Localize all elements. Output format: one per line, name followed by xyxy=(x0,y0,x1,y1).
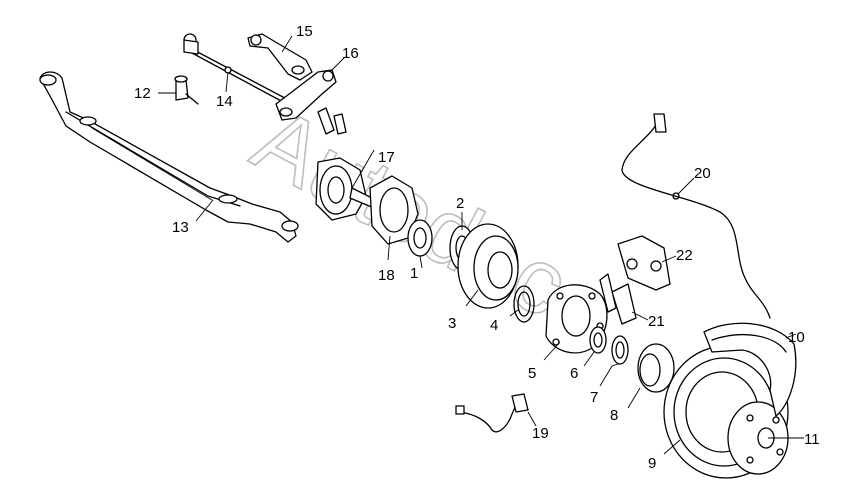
brake-hose xyxy=(621,113,771,319)
label-17: 17 xyxy=(378,149,395,166)
label-19: 19 xyxy=(532,425,549,442)
inner-bearing xyxy=(407,219,433,269)
steering-knuckle xyxy=(315,149,377,221)
label-12: 12 xyxy=(134,85,151,102)
wheel-flange xyxy=(727,401,804,475)
label-15: 15 xyxy=(296,23,313,40)
steering-arm xyxy=(247,33,313,81)
backing-plate xyxy=(369,175,419,261)
label-10: 10 xyxy=(788,329,805,346)
label-4: 4 xyxy=(490,317,498,334)
label-8: 8 xyxy=(610,407,618,424)
washer xyxy=(599,335,629,387)
axle-beam xyxy=(39,71,299,243)
label-1: 1 xyxy=(410,265,418,282)
label-3: 3 xyxy=(448,315,456,332)
label-20: 20 xyxy=(694,165,711,182)
abs-sensor xyxy=(455,393,537,433)
hub-cap xyxy=(627,343,675,409)
label-2: 2 xyxy=(456,195,464,212)
label-22: 22 xyxy=(676,247,693,264)
label-7: 7 xyxy=(590,389,598,406)
outer-bearing xyxy=(583,326,607,367)
label-18: 18 xyxy=(378,267,395,284)
label-16: 16 xyxy=(342,45,359,62)
wheel-hub xyxy=(457,223,519,309)
brake-pad xyxy=(703,322,797,417)
tie-rod-end xyxy=(158,75,199,105)
label-11: 11 xyxy=(804,431,820,448)
snap-ring xyxy=(509,285,535,323)
label-6: 6 xyxy=(570,365,578,382)
brake-caliper xyxy=(617,235,677,291)
label-13: 13 xyxy=(172,219,189,236)
label-9: 9 xyxy=(648,455,656,472)
label-5: 5 xyxy=(528,365,536,382)
label-21: 21 xyxy=(648,313,665,330)
relay-lever xyxy=(275,57,347,135)
label-14: 14 xyxy=(216,93,233,110)
pad-plate xyxy=(599,273,649,325)
